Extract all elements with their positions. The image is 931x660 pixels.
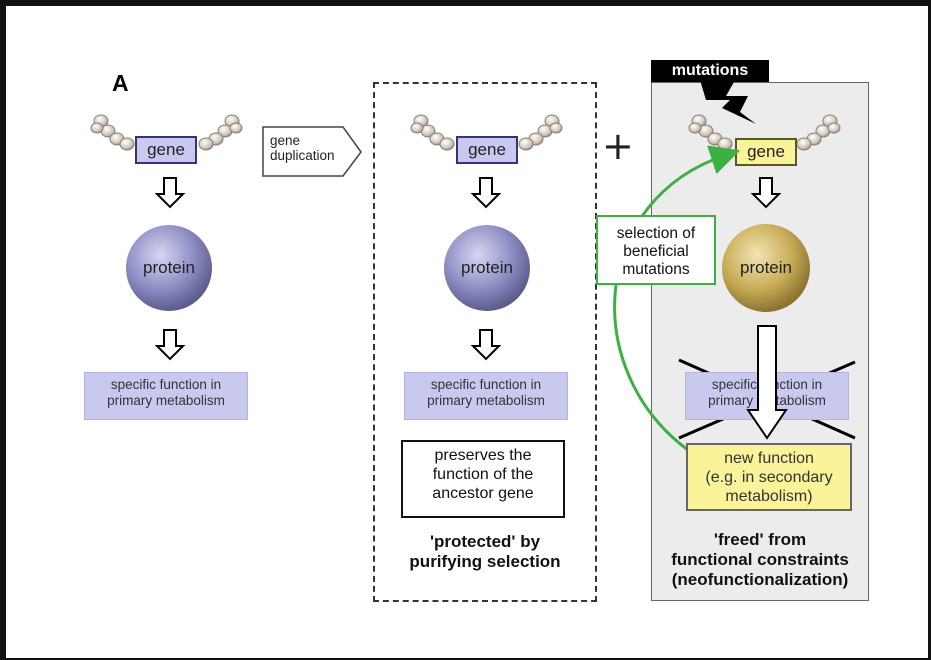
- protein-sphere-blue: [444, 225, 530, 311]
- down-arrow-icon: [470, 329, 502, 361]
- protected-line1: 'protected' by: [429, 532, 541, 551]
- preserves-line3: ancestor gene: [432, 485, 534, 502]
- selection-line2: beneficial: [623, 243, 689, 260]
- mutations-tag: mutations: [651, 60, 769, 82]
- new-function-line2: (e.g. in secondary: [705, 469, 833, 486]
- new-function-box: new function (e.g. in secondary metaboli…: [686, 443, 852, 511]
- protected-caption: 'protected' by purifying selection: [380, 532, 590, 572]
- dna-strand-right-icon: [518, 114, 563, 151]
- protein-sphere-gold: [722, 224, 810, 312]
- plus-sign: +: [602, 124, 634, 168]
- selection-line1: selection of: [616, 225, 696, 242]
- duplication-line2: duplication: [270, 148, 335, 163]
- freed-caption: 'freed' from functional constraints (neo…: [653, 530, 867, 590]
- long-down-arrow-icon: [746, 325, 788, 440]
- freed-line3: (neofunctionalization): [671, 570, 849, 589]
- panel-label: A: [112, 70, 129, 96]
- dna-strand-right-icon: [796, 114, 841, 151]
- protected-line2: purifying selection: [409, 552, 561, 571]
- duplicate-copy-panel: [373, 82, 597, 602]
- gene-duplication-arrow: [262, 126, 362, 177]
- down-arrow-icon: [154, 177, 186, 209]
- new-function-line1: new function: [724, 450, 814, 467]
- selection-box: selection of beneficial mutations: [596, 215, 716, 285]
- preserves-line1: preserves the: [434, 447, 532, 464]
- gene-box: gene: [456, 136, 518, 164]
- new-function-line3: metabolism): [725, 488, 813, 505]
- preserves-function-box: preserves the function of the ancestor g…: [401, 440, 565, 518]
- down-arrow-icon: [154, 329, 186, 361]
- selection-feedback-arrow: [613, 145, 741, 452]
- dna-strand-right-icon: [198, 114, 243, 151]
- protein-sphere-blue: [126, 225, 212, 311]
- preserves-line2: function of the: [432, 466, 534, 483]
- function-text-line2: primary metabolism: [427, 393, 545, 408]
- gene-duplication-label: gene duplication: [270, 133, 335, 163]
- gene-box: gene: [135, 136, 197, 164]
- duplication-line1: gene: [270, 133, 301, 148]
- gene-box-mutated: gene: [735, 138, 797, 166]
- function-box: specific function in primary metabolism: [404, 372, 568, 420]
- down-arrow-icon: [470, 177, 502, 209]
- freed-line1: 'freed' from: [713, 530, 807, 549]
- dna-strand-left-icon: [410, 114, 455, 151]
- dna-strand-left-icon: [90, 114, 135, 151]
- freed-line2: functional constraints: [671, 550, 849, 569]
- selection-line3: mutations: [622, 261, 690, 278]
- function-text-line1: specific function in: [430, 377, 542, 392]
- function-text-line1: specific function in: [110, 377, 222, 392]
- function-box: specific function in primary metabolism: [84, 372, 248, 420]
- down-arrow-icon: [750, 177, 782, 209]
- function-text-line2: primary metabolism: [107, 393, 225, 408]
- lightning-bolt-icon: [700, 80, 756, 124]
